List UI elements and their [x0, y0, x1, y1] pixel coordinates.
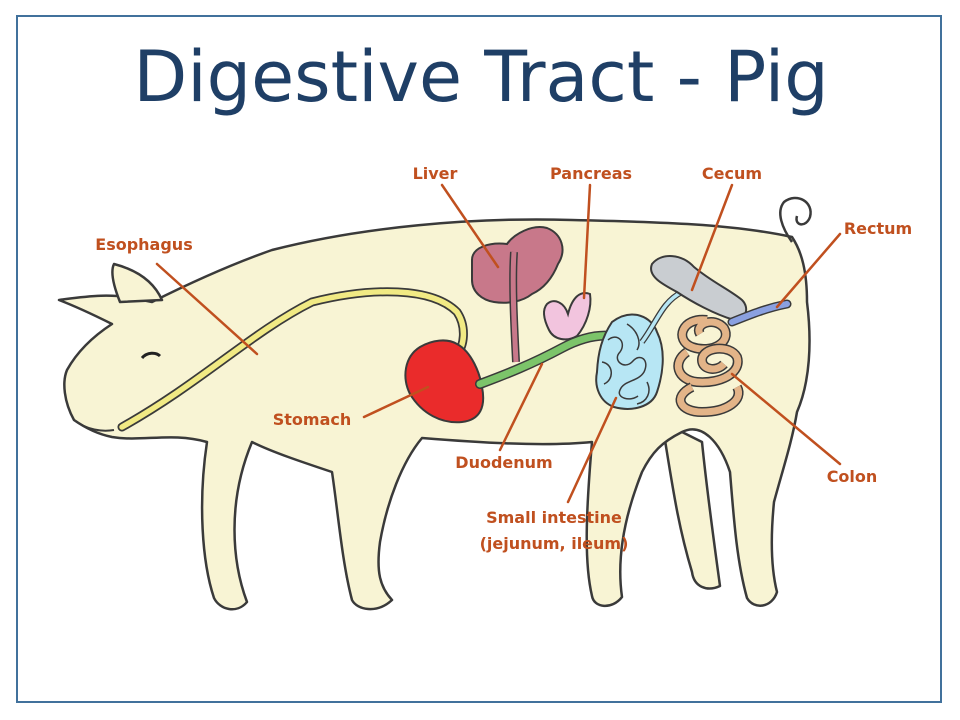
slide-frame: Digestive Tract - Pig	[16, 15, 942, 703]
label-pancreas: Pancreas	[550, 164, 632, 183]
liver-organ	[471, 226, 564, 363]
leader-liver	[440, 183, 500, 269]
duodenum-organ	[475, 330, 617, 389]
eye-icon	[140, 351, 162, 360]
label-small-intestine-line1: Small intestine	[486, 508, 622, 527]
label-rectum: Rectum	[844, 219, 912, 238]
page-title: Digestive Tract - Pig	[133, 36, 829, 118]
rectum-organ	[727, 299, 792, 327]
label-colon: Colon	[827, 467, 878, 486]
label-small-intestine-line2: (jejunum, ileum)	[480, 534, 629, 553]
leader-pancreas	[582, 183, 592, 300]
label-cecum: Cecum	[702, 164, 762, 183]
leader-colon	[730, 372, 842, 466]
label-liver: Liver	[413, 164, 458, 183]
leader-stomach	[362, 385, 430, 419]
label-duodenum: Duodenum	[455, 453, 552, 472]
leader-esophagus	[155, 262, 259, 356]
esophagus-organ	[117, 287, 468, 432]
colon-organ	[673, 314, 744, 418]
small-intestine-organ	[595, 289, 684, 410]
leader-duodenum	[498, 362, 544, 452]
pig-digestive-diagram: Liver Pancreas Cecum Rectum Esophagus St…	[57, 164, 912, 611]
leader-lines	[155, 183, 842, 504]
leader-rectum	[775, 232, 842, 309]
leader-cecum	[690, 183, 734, 292]
leader-small-intestine	[566, 396, 618, 504]
pancreas-organ	[543, 292, 592, 341]
label-stomach: Stomach	[273, 410, 352, 429]
label-esophagus: Esophagus	[95, 235, 192, 254]
